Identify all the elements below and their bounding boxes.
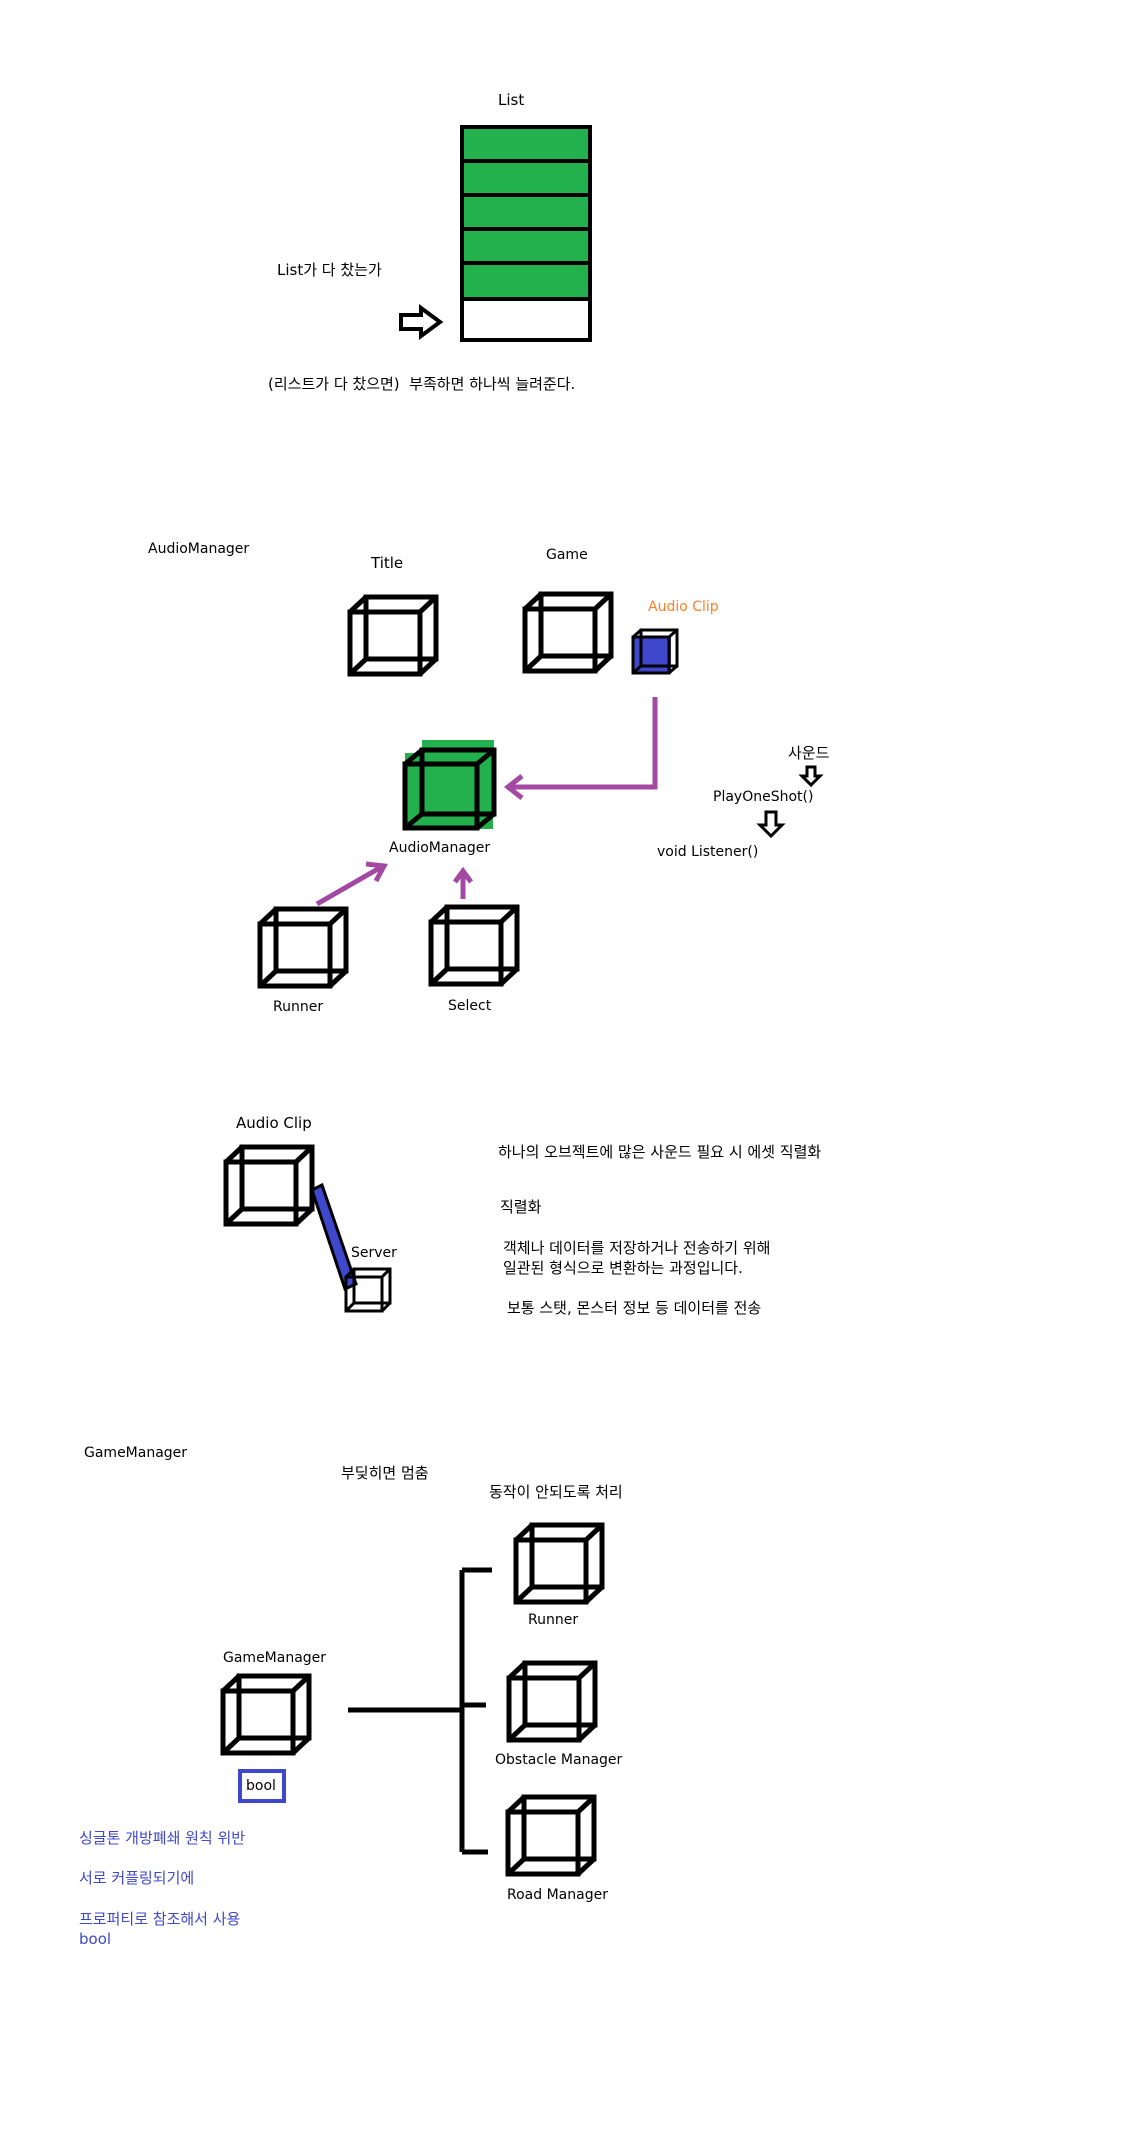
game-manager-cube-icon	[220, 1673, 312, 1756]
down-arrow-icon	[756, 810, 786, 839]
title-label: Title	[371, 554, 404, 572]
road-manager-cube-icon	[505, 1794, 597, 1877]
list-title: List	[498, 91, 525, 109]
blue-note-3: 프로퍼티로 참조해서 사용	[79, 1910, 241, 1928]
serialize-line-2: 직렬화	[500, 1198, 542, 1216]
stop-note: 부딪히면 멈춤	[341, 1464, 429, 1482]
audio-clip-label: Audio Clip	[648, 599, 719, 615]
list-slot-4	[460, 227, 592, 265]
list-slot-1	[460, 125, 592, 163]
audio-manager-cube-icon	[402, 740, 497, 831]
serialize-line-4: 일관된 형식으로 변환하는 과정입니다.	[503, 1259, 743, 1277]
bool-box	[238, 1769, 286, 1803]
blue-note-2: 서로 커플링되기에	[79, 1869, 195, 1887]
gm-runner-label: Runner	[528, 1612, 579, 1628]
audio-clip-cube-icon	[631, 628, 679, 675]
list-note: (리스트가 다 찼으면) 부족하면 하나씩 늘려준다.	[268, 375, 576, 393]
serialize-line-1: 하나의 오브젝트에 많은 사운드 필요 시 에셋 직렬화	[498, 1143, 822, 1161]
list-slot-5	[460, 261, 592, 301]
bool-label: bool	[246, 1778, 276, 1794]
road-manager-label: Road Manager	[507, 1887, 608, 1903]
server-cube-icon	[344, 1267, 392, 1313]
clip-to-manager-arrow	[503, 697, 658, 800]
audio-clip-cube-icon	[223, 1144, 315, 1227]
serialize-audio-clip-label: Audio Clip	[236, 1114, 312, 1132]
listener-label: void Listener()	[657, 844, 759, 860]
blue-note-4: bool	[79, 1930, 112, 1948]
select-cube-icon	[428, 904, 520, 987]
runner-cube-icon	[513, 1522, 605, 1605]
list-stack	[460, 125, 592, 342]
playoneshot-label: PlayOneShot()	[713, 789, 814, 805]
serialize-line-5: 보통 스탯, 몬스터 정보 등 데이터를 전송	[507, 1299, 762, 1317]
arrow-right-icon	[399, 304, 444, 340]
obstacle-manager-cube-icon	[506, 1660, 598, 1743]
audio-manager-label: AudioManager	[389, 840, 491, 856]
select-label: Select	[448, 998, 492, 1014]
list-question: List가 다 찼는가	[277, 261, 382, 279]
handle-note: 동작이 안되도록 처리	[489, 1483, 623, 1501]
down-arrow-icon	[798, 765, 824, 788]
title-cube-icon	[347, 594, 439, 677]
blue-note-1: 싱글톤 개방폐쇄 원칙 위반	[79, 1829, 246, 1847]
server-label: Server	[351, 1245, 397, 1261]
game-label: Game	[546, 547, 588, 563]
audio-heading: AudioManager	[148, 541, 250, 557]
game-manager-label: GameManager	[223, 1650, 327, 1666]
runner-label: Runner	[273, 999, 324, 1015]
runner-cube-icon	[257, 906, 349, 989]
select-to-manager-arrow	[452, 866, 474, 899]
serialize-line-3: 객체나 데이터를 저장하거나 전송하기 위해	[503, 1239, 771, 1257]
game-cube-icon	[522, 591, 614, 674]
serialize-link-bar	[310, 1182, 358, 1292]
runner-to-manager-arrow	[315, 861, 388, 907]
obstacle-manager-label: Obstacle Manager	[495, 1752, 623, 1768]
branch-connector	[348, 1567, 492, 1855]
list-slot-empty	[460, 297, 592, 342]
game-heading: GameManager	[84, 1445, 188, 1461]
list-slot-2	[460, 159, 592, 197]
sound-label: 사운드	[788, 744, 830, 762]
list-slot-3	[460, 193, 592, 231]
